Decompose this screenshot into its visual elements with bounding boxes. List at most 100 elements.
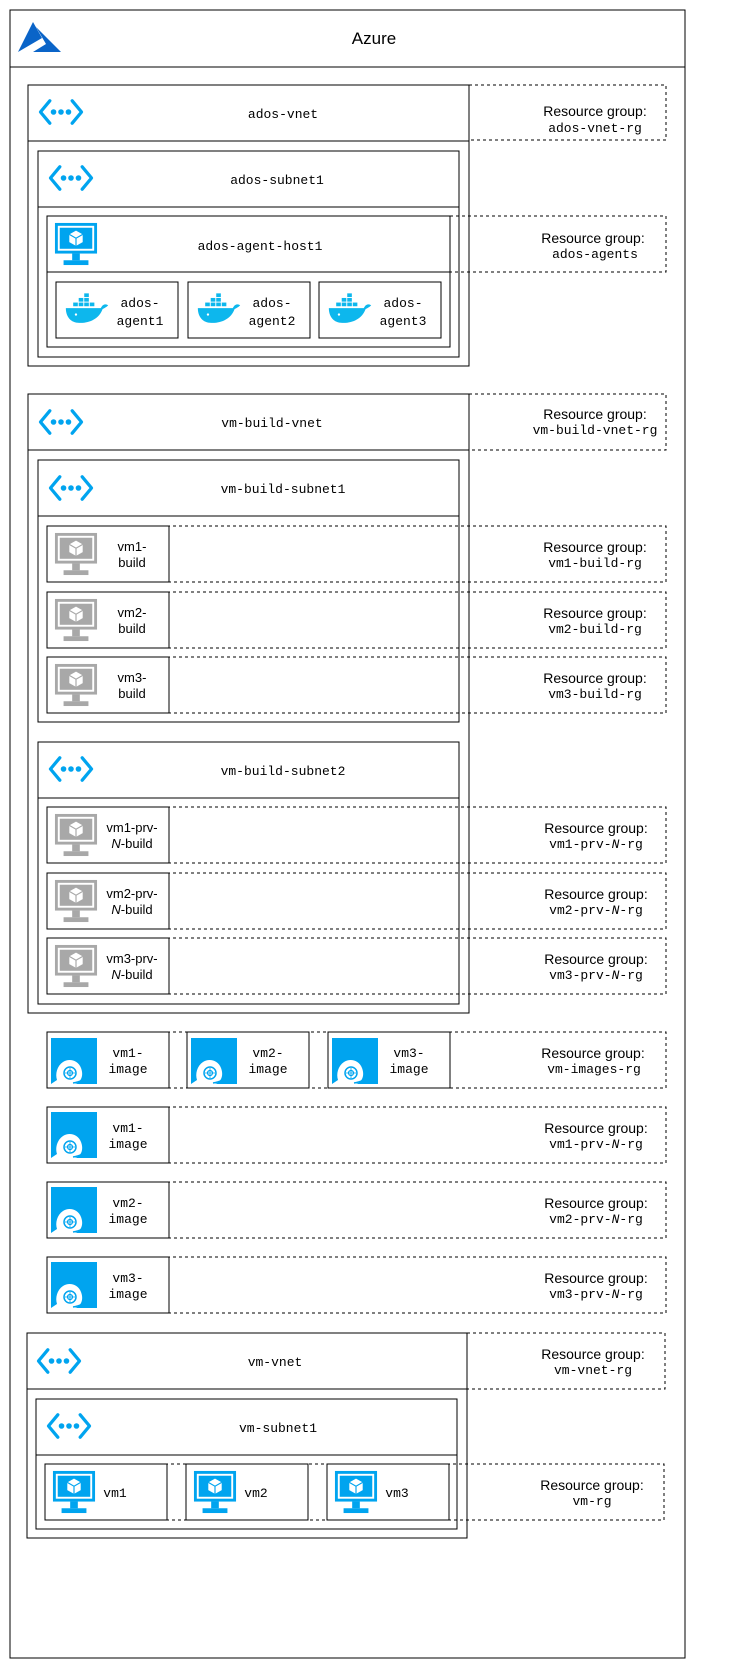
- vm-label: vm1-prv-: [106, 820, 157, 835]
- vm-2: vm2: [185, 1463, 309, 1521]
- rg-name-prefix: vm2-prv-: [549, 903, 611, 918]
- svg-text:vm3-prv-N-rg: vm3-prv-N-rg: [549, 1287, 643, 1302]
- vm-label: vm3: [385, 1486, 408, 1501]
- resource-group-box: [468, 393, 667, 451]
- svg-text:vm1-prv-N-rg: vm1-prv-N-rg: [549, 837, 643, 852]
- agent-label: ados-: [120, 296, 159, 311]
- rg-name-prefix: vm1-prv-: [549, 837, 611, 852]
- image-label: image: [108, 1137, 147, 1152]
- vm-image-icon: [332, 1038, 378, 1084]
- resource-group-name: vm1-build-rg: [548, 556, 642, 571]
- shared-images-group: vm1- image vm2- image vm3- image Resourc…: [46, 1031, 667, 1089]
- vm-label: build: [118, 686, 145, 701]
- vm-label: vm1: [103, 1486, 127, 1501]
- resource-group-label: Resource group:: [544, 886, 648, 902]
- image-label: image: [108, 1212, 147, 1227]
- resource-group-name: vm-vnet-rg: [554, 1363, 632, 1378]
- svg-text:vm2-prv-N-rg: vm2-prv-N-rg: [549, 1212, 643, 1227]
- rg-name-n: N: [612, 837, 620, 852]
- rg-name-n: N: [612, 968, 620, 983]
- agent-label: ados-: [383, 296, 422, 311]
- azure-logo-icon: [18, 22, 61, 52]
- vm-label-n: N: [111, 836, 121, 851]
- resource-group-label: Resource group:: [541, 230, 645, 246]
- resource-group-label: Resource group:: [541, 1346, 645, 1362]
- vm-label-suffix: -build: [121, 967, 153, 982]
- subnet-label: vm-subnet1: [239, 1421, 317, 1436]
- vm-image-icon: [51, 1112, 97, 1158]
- rg-name-prefix: vm3-prv-: [549, 968, 611, 983]
- image-item: vm3- image: [327, 1031, 451, 1089]
- agent-label: ados-: [252, 296, 291, 311]
- resource-group-label: Resource group:: [543, 670, 647, 686]
- resource-group-label: Resource group:: [544, 1270, 648, 1286]
- docker-agent-2: ados- agent2: [187, 281, 311, 339]
- vm-label-n: N: [111, 967, 121, 982]
- vm-label: vm2-: [118, 605, 147, 620]
- image-label: vm1-: [112, 1046, 143, 1061]
- svg-text:vm3-prv-N-rg: vm3-prv-N-rg: [549, 968, 643, 983]
- image-label: image: [248, 1062, 287, 1077]
- vm-label: vm2: [244, 1486, 267, 1501]
- rg-name-prefix: vm3-prv-: [549, 1287, 611, 1302]
- rg-name-suffix: -rg: [619, 968, 642, 983]
- vm-label: vm2-prv-: [106, 886, 157, 901]
- vm-image-icon: [191, 1038, 237, 1084]
- resource-group-name: vm-build-vnet-rg: [533, 423, 658, 438]
- rg-name-suffix: -rg: [619, 837, 642, 852]
- agent-label: agent2: [249, 314, 296, 329]
- image-label: image: [108, 1062, 147, 1077]
- subnet-box: [37, 459, 460, 723]
- vm-3: vm3: [326, 1463, 450, 1521]
- image-label: vm2-: [112, 1196, 143, 1211]
- private-image-3: vm3- image Resource group: vm3-prv-N-rg: [46, 1256, 667, 1314]
- private-image-1: vm1- image Resource group: vm1-prv-N-rg: [46, 1106, 667, 1164]
- vm-image-icon: [51, 1038, 97, 1084]
- rg-name-suffix: -rg: [619, 1212, 642, 1227]
- vm-image-icon: [51, 1262, 97, 1308]
- vm-label: vm3-prv-: [106, 951, 157, 966]
- private-build-vm-3: vm3-prv- N-build Resource group: vm3-prv…: [46, 937, 667, 995]
- vm-label: vm1-: [118, 539, 147, 554]
- vnet-label: vm-vnet: [248, 1355, 303, 1370]
- resource-group-label: Resource group:: [543, 103, 647, 119]
- vm-label: build: [118, 621, 145, 636]
- svg-text:vm2-prv-N-rg: vm2-prv-N-rg: [549, 903, 643, 918]
- svg-text:N-build: N-build: [111, 902, 152, 917]
- resource-group-label: Resource group:: [540, 1477, 644, 1493]
- build-vm-3: vm3- build Resource group: vm3-build-rg: [46, 656, 667, 714]
- resource-group-name: vm-images-rg: [547, 1062, 641, 1077]
- rg-name-prefix: vm2-prv-: [549, 1212, 611, 1227]
- subnet-label: ados-subnet1: [230, 173, 324, 188]
- resource-group-name: ados-agents: [552, 247, 638, 262]
- resource-group-label: Resource group:: [544, 1195, 648, 1211]
- subnet-box: [37, 150, 460, 358]
- resource-group-name: vm-rg: [572, 1494, 611, 1509]
- docker-agent-3: ados- agent3: [318, 281, 442, 339]
- image-label: vm2-: [252, 1046, 283, 1061]
- rg-name-n: N: [612, 1137, 620, 1152]
- build-vm-2: vm2- build Resource group: vm2-build-rg: [46, 591, 667, 649]
- vnet-box: [27, 393, 470, 1014]
- image-label: vm3-: [112, 1271, 143, 1286]
- rg-name-n: N: [612, 1287, 620, 1302]
- rg-name-suffix: -rg: [619, 903, 642, 918]
- resource-group-label: Resource group:: [544, 820, 648, 836]
- build-vm-1: vm1- build Resource group: vm1-build-rg: [46, 525, 667, 583]
- resource-group-label: Resource group:: [543, 406, 647, 422]
- vm-label: build: [118, 555, 145, 570]
- svg-text:N-build: N-build: [111, 836, 152, 851]
- agent-host-box: [46, 215, 451, 348]
- docker-agent-1: ados- agent1: [55, 281, 179, 339]
- private-build-vm-2: vm2-prv- N-build Resource group: vm2-prv…: [46, 872, 667, 930]
- resource-group-label: Resource group:: [544, 1120, 648, 1136]
- resource-group-label: Resource group:: [543, 605, 647, 621]
- private-image-2: vm2- image Resource group: vm2-prv-N-rg: [46, 1181, 667, 1239]
- rg-name-prefix: vm1-prv-: [549, 1137, 611, 1152]
- vm-label-suffix: -build: [121, 836, 153, 851]
- vm-label: vm3-: [118, 670, 147, 685]
- image-item: vm1- image: [46, 1031, 170, 1089]
- agent-label: agent1: [117, 314, 164, 329]
- vnet-box: [27, 84, 470, 367]
